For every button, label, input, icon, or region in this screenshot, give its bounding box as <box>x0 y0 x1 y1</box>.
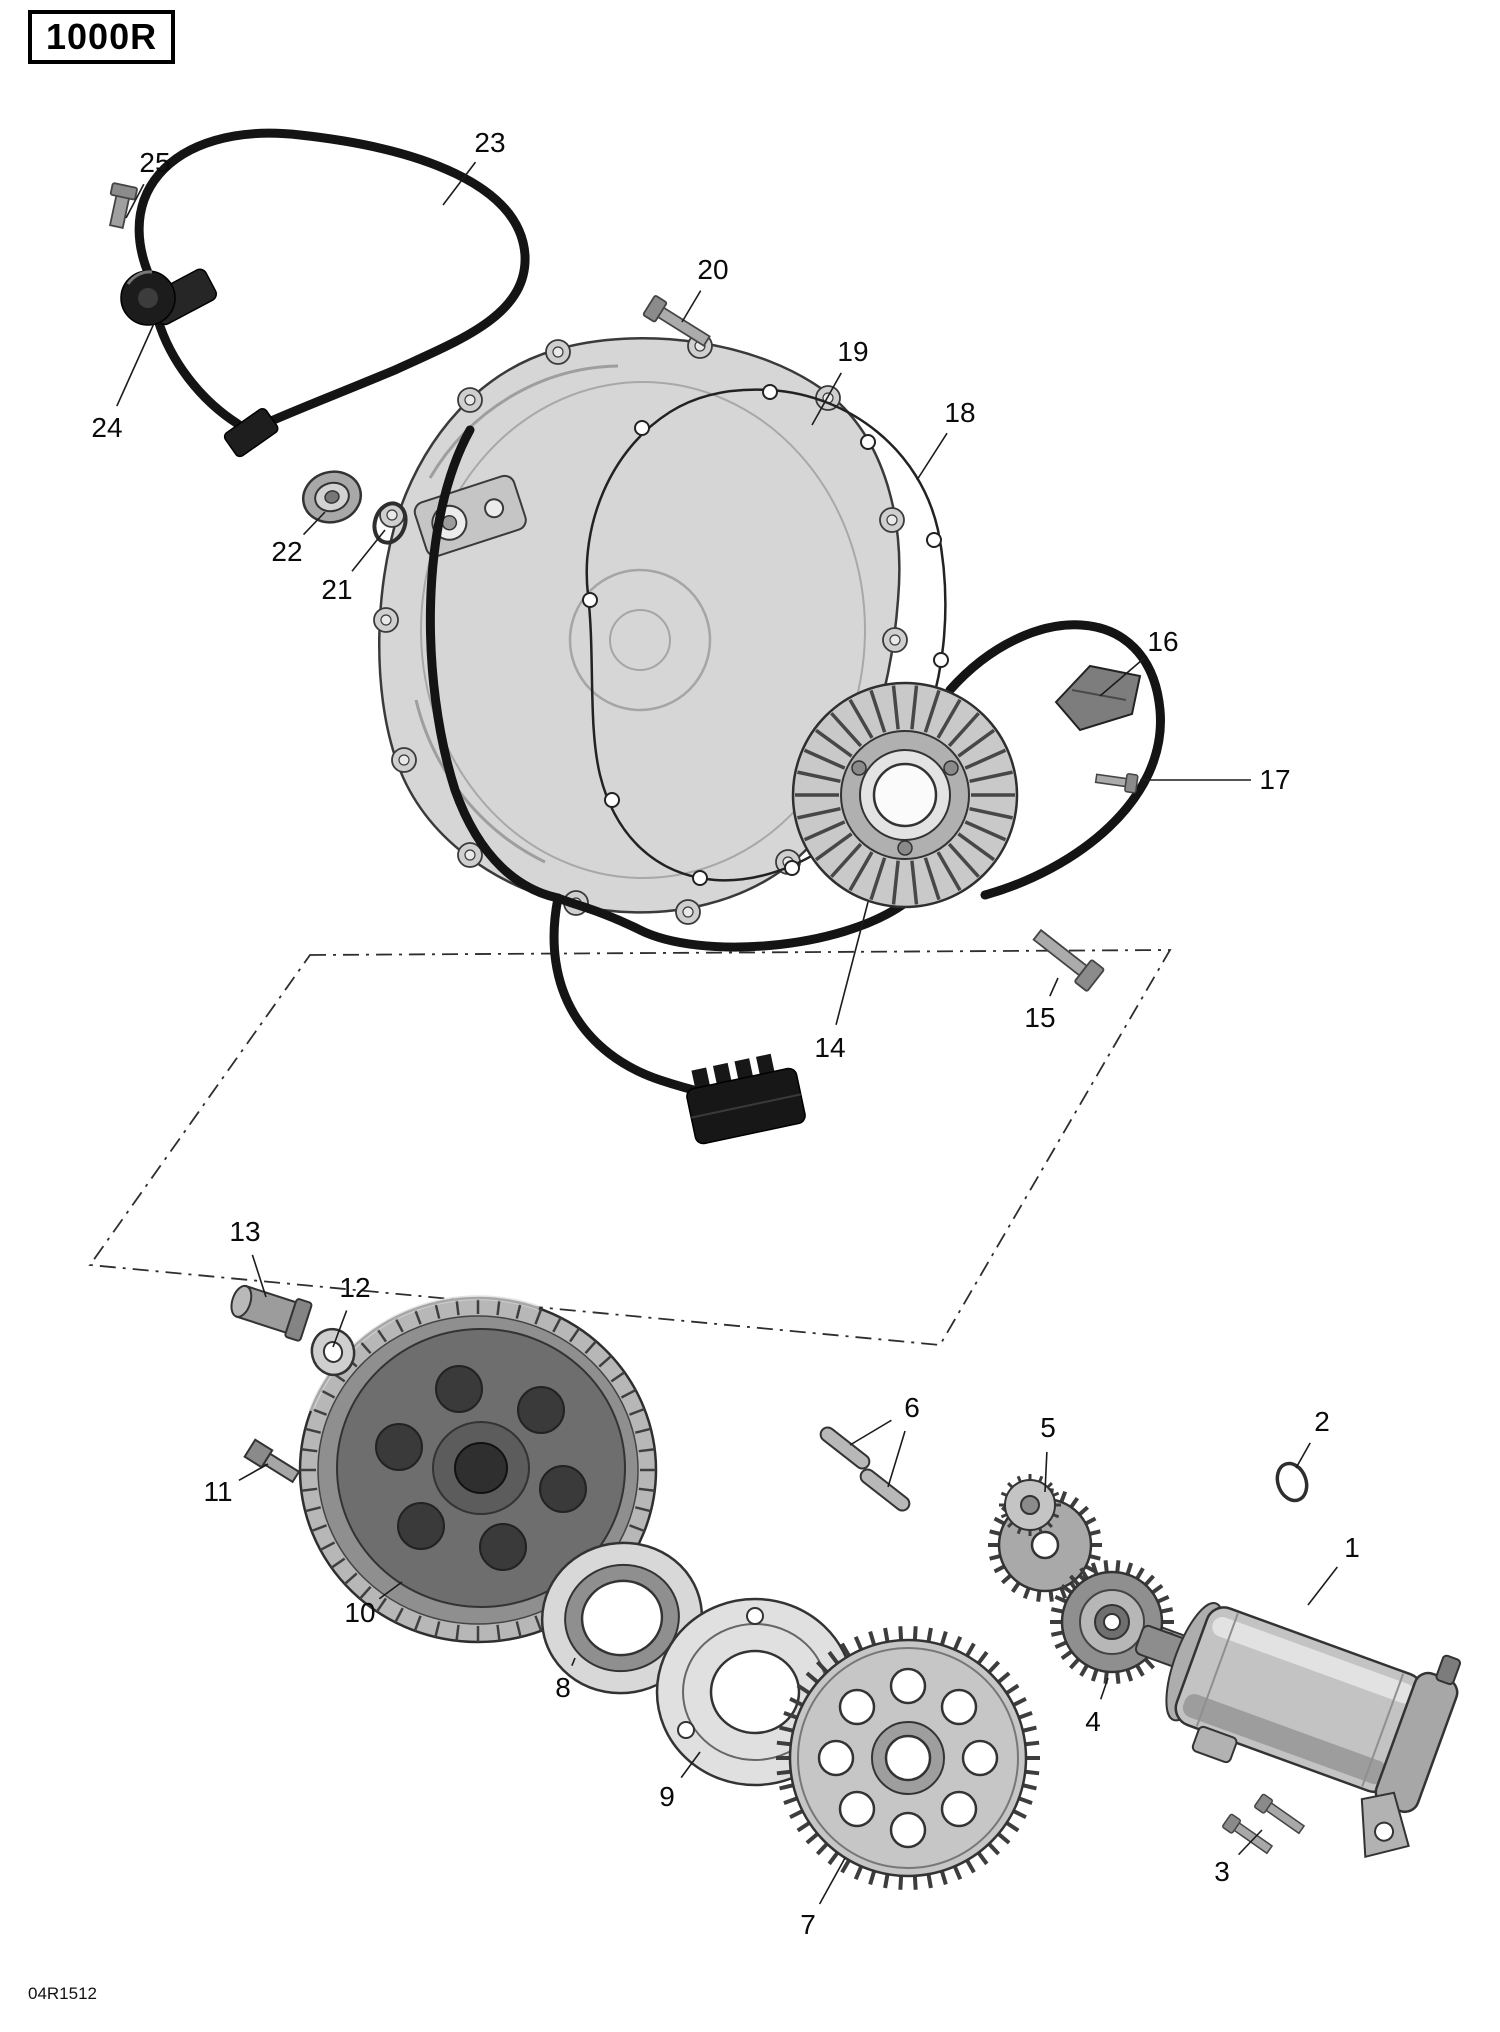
bolt-13 <box>230 1284 313 1342</box>
dowel-pins <box>819 1426 911 1512</box>
o-ring-21 <box>372 501 408 545</box>
stator-fins <box>795 685 1015 905</box>
stator-bracket <box>1054 664 1142 732</box>
flywheel <box>298 1295 658 1644</box>
intermediate-double-gear <box>988 1474 1102 1602</box>
bolt-17 <box>1094 773 1139 794</box>
sensor-bolt <box>108 182 138 229</box>
crank-sensor <box>120 268 217 326</box>
o-ring-2 <box>1275 1461 1309 1503</box>
sensor-cable <box>134 128 530 430</box>
one-way-clutch <box>540 1541 704 1695</box>
flywheel-ring-teeth <box>300 1298 656 1642</box>
sensor-connector <box>223 407 279 458</box>
alignment-box <box>88 949 1172 1346</box>
drawing-code: 04R1512 <box>28 1984 98 2003</box>
bolt-20 <box>642 295 711 347</box>
bolt-11 <box>243 1438 301 1484</box>
grommet <box>302 470 362 524</box>
starter-motor <box>1134 1602 1462 1859</box>
bolt-15 <box>1032 928 1105 992</box>
starter-driven-gear <box>776 1626 1040 1890</box>
harness-connector <box>686 1053 806 1145</box>
model-badge: 1000R <box>28 10 176 64</box>
starter-bolts <box>1222 1793 1306 1855</box>
washer-12 <box>310 1327 356 1377</box>
stator <box>791 681 1019 909</box>
leader-lines <box>116 161 1338 1905</box>
